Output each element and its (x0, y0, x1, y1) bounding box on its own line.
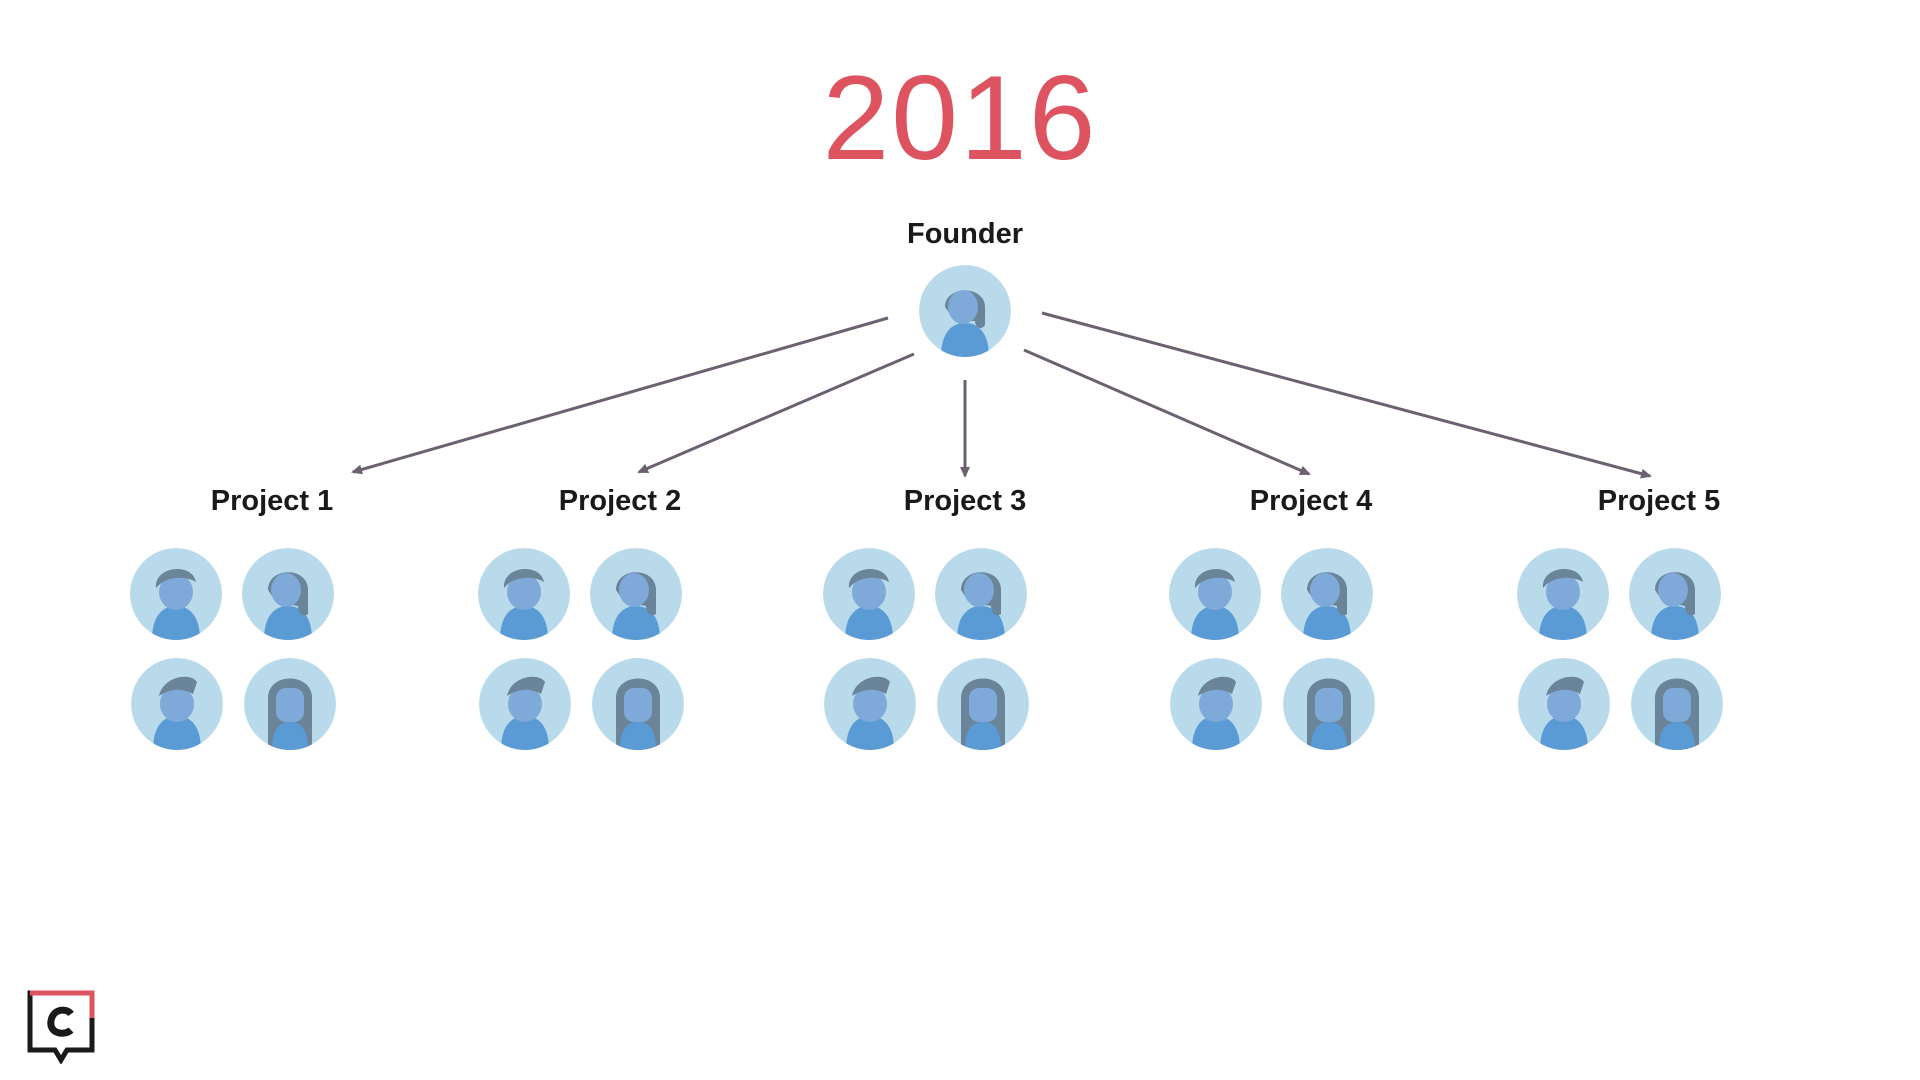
woman-long-hair-icon (592, 658, 684, 750)
man-side-part-icon (824, 658, 916, 750)
woman-icon (1281, 548, 1373, 640)
woman-long-hair-icon (1283, 658, 1375, 750)
page-title: 2016 (822, 51, 1098, 185)
arrow-to-project-5 (1041, 311, 1652, 479)
woman-long-hair-icon (1631, 658, 1723, 750)
arrow-to-project-4 (1023, 348, 1311, 476)
man-side-part-icon (479, 658, 571, 750)
woman-icon (935, 548, 1027, 640)
woman-icon (590, 548, 682, 640)
project-label: Project 1 (210, 485, 334, 517)
man-icon (130, 548, 222, 640)
project-label: Project 5 (1597, 485, 1721, 517)
founder-label: Founder (907, 218, 1023, 250)
man-side-part-icon (1170, 658, 1262, 750)
woman-long-hair-icon (937, 658, 1029, 750)
project-label: Project 2 (558, 485, 682, 517)
man-icon (823, 548, 915, 640)
project-label: Project 3 (903, 485, 1027, 517)
woman-long-hair-icon (244, 658, 336, 750)
man-icon (1517, 548, 1609, 640)
arrow-to-project-1 (351, 316, 889, 475)
man-side-part-icon (1518, 658, 1610, 750)
man-icon (1169, 548, 1261, 640)
arrow-to-project-2 (637, 352, 915, 474)
c-logo-icon (27, 990, 95, 1064)
man-icon (478, 548, 570, 640)
man-side-part-icon (131, 658, 223, 750)
project-label: Project 4 (1249, 485, 1373, 517)
woman-icon (1629, 548, 1721, 640)
founder-avatar-icon (919, 265, 1011, 357)
woman-icon (242, 548, 334, 640)
